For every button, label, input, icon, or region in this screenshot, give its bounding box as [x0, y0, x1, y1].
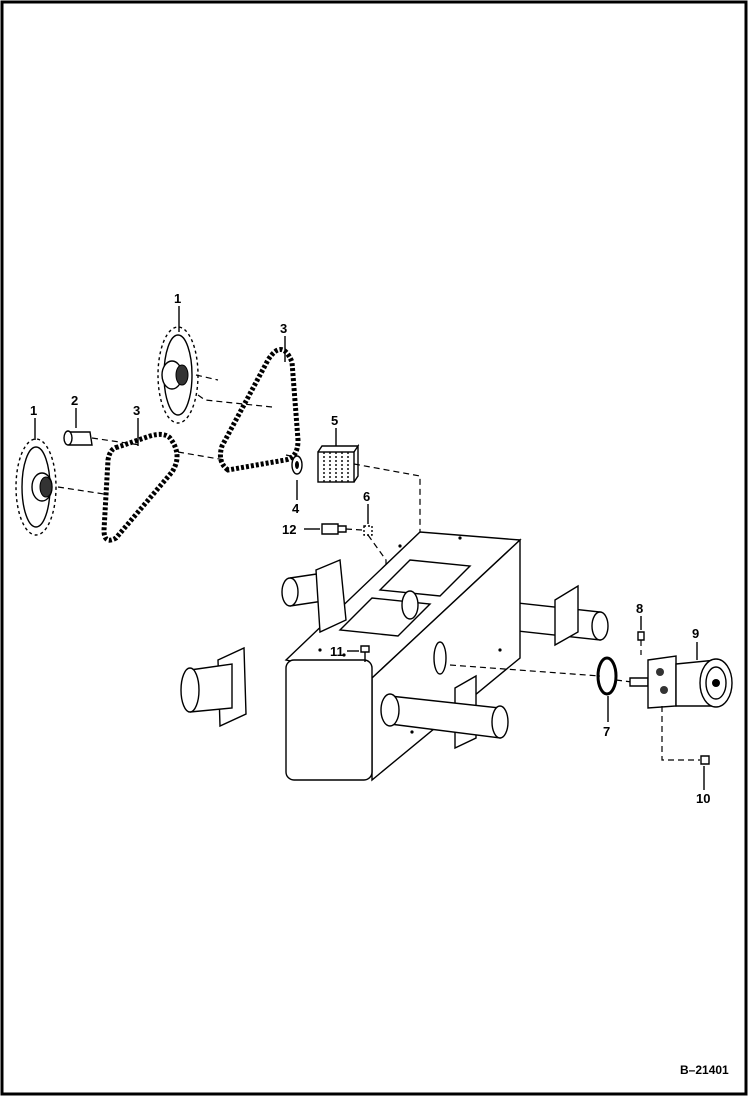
callout-11: 11	[330, 644, 344, 659]
callout-6: 6	[363, 489, 370, 504]
callout-5: 5	[331, 413, 338, 428]
sprocket-upper	[157, 326, 273, 424]
pin-part	[63, 430, 141, 446]
chain-right	[218, 347, 301, 473]
hydraulic-motor-part	[629, 655, 733, 761]
sprocket-lower	[15, 438, 105, 536]
chain-guide-line	[177, 451, 226, 461]
callout-3-right: 3	[280, 321, 287, 336]
figure-number: B–21401	[680, 1063, 729, 1077]
callout-4: 4	[292, 501, 300, 516]
chaincase-frame	[180, 531, 609, 782]
chain-left	[101, 431, 180, 543]
callout-3-left: 3	[133, 403, 140, 418]
bolt-part	[321, 523, 363, 535]
callout-7: 7	[603, 724, 610, 739]
callout-1-upper: 1	[174, 291, 181, 306]
leader-lines	[34, 306, 705, 790]
callout-2: 2	[71, 393, 78, 408]
callout-12: 12	[282, 522, 296, 537]
callout-8: 8	[636, 601, 643, 616]
double-sprocket-part	[317, 443, 421, 660]
washer-part	[291, 455, 303, 475]
callout-9: 9	[692, 626, 699, 641]
callout-10: 10	[696, 791, 710, 806]
small-bolt-part	[360, 645, 370, 662]
motor-bolt-part	[637, 631, 645, 655]
callout-1-lower: 1	[30, 403, 37, 418]
fitting-part	[700, 755, 710, 765]
